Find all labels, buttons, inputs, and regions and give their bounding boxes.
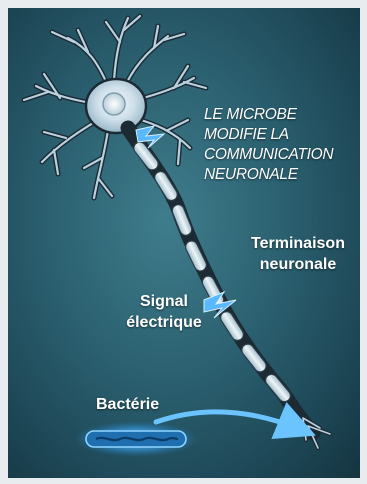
headline-line: LE MICROBE [204, 105, 360, 125]
signal-label-line: Signal [116, 291, 212, 312]
nucleus [103, 93, 125, 115]
terminal-label: Terminaison neuronale [240, 233, 356, 275]
diagram-headline: LE MICROBE MODIFIE LA COMMUNICATION NEUR… [204, 105, 360, 185]
signal-label-line: électrique [116, 312, 212, 333]
terminal-label-line: neuronale [240, 254, 356, 275]
headline-line: MODIFIE LA [204, 125, 360, 145]
bacterium-label: Bactérie [96, 396, 159, 414]
headline-line: NEURONALE [204, 165, 360, 185]
bacterium-icon [74, 421, 198, 457]
diagram-panel: LE MICROBE MODIFIE LA COMMUNICATION NEUR… [8, 8, 360, 478]
headline-line: COMMUNICATION [204, 145, 360, 165]
terminal-label-line: Terminaison [240, 233, 356, 254]
signal-label: Signal électrique [116, 291, 212, 333]
